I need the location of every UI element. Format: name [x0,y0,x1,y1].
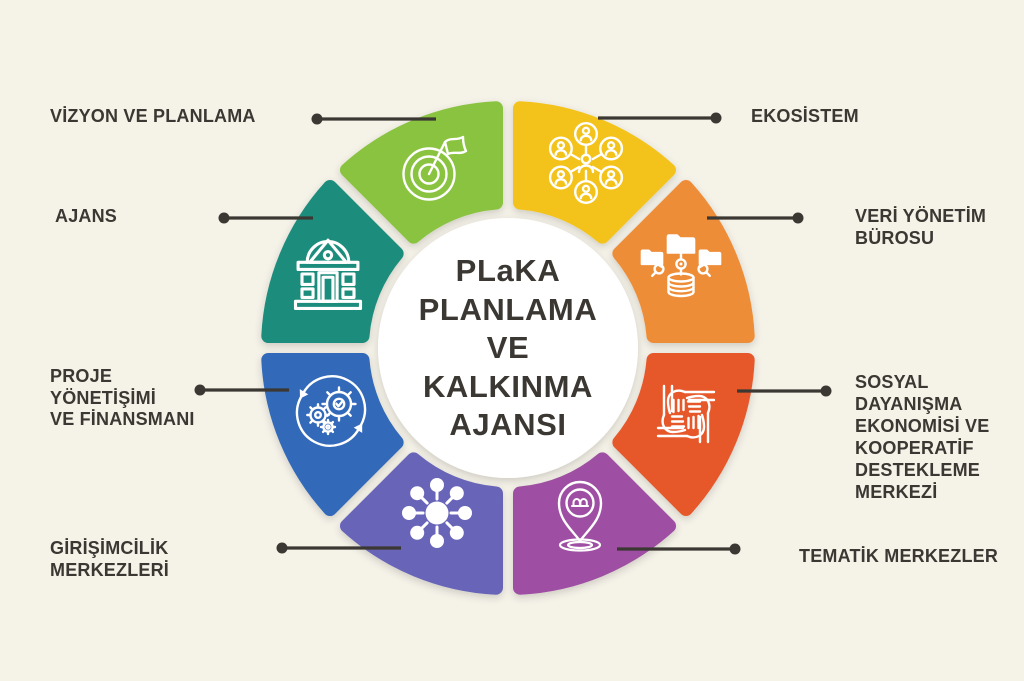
hub-network-icon [402,478,472,548]
callout-tematik [617,543,741,555]
gears-cycle-icon [295,375,367,447]
center-title: PLaKA PLANLAMA VE KALKINMA AJANSI [418,253,598,442]
callout-girisimcilik [276,542,401,554]
label-girisimcilik-merkezleri: GİRİŞİMCİLİK MERKEZLERİ [50,538,169,580]
segment-sosyal-dayanisma [612,353,755,517]
location-pin-icon [557,480,603,552]
callout-vizyon [311,113,436,125]
callout-ajans [218,212,313,224]
callout-proje [194,384,289,396]
center-circle [378,218,638,478]
callout-ekosistem [598,112,722,124]
label-vizyon-ve-planlama: VİZYON VE PLANLAMA [50,106,256,126]
label-tematik-merkezler: TEMATİK MERKEZLER [799,546,999,566]
government-building-icon [293,238,363,311]
segment-ekosistem [513,101,677,244]
label-sosyal-dayanisma: SOSYAL DAYANIŞMA EKONOMİSİ VE KOOPERATİF… [855,372,990,502]
callout-veri [707,212,804,224]
segment-vizyon-ve-planlama [339,101,503,244]
callout-sosyal [737,385,832,397]
label-veri-yonetim-burosu: VERİ YÖNETİM BÜROSU [855,206,987,248]
label-ekosistem: EKOSİSTEM [751,106,859,126]
people-network-icon [548,121,624,205]
label-ajans: AJANS [55,206,118,226]
target-flag-icon [402,135,468,201]
data-folders-icon [640,234,722,298]
unity-hands-icon [656,384,716,444]
label-proje-yonetisimi: PROJE YÖNETİŞİMİ VE FİNANSMANI [50,366,195,429]
